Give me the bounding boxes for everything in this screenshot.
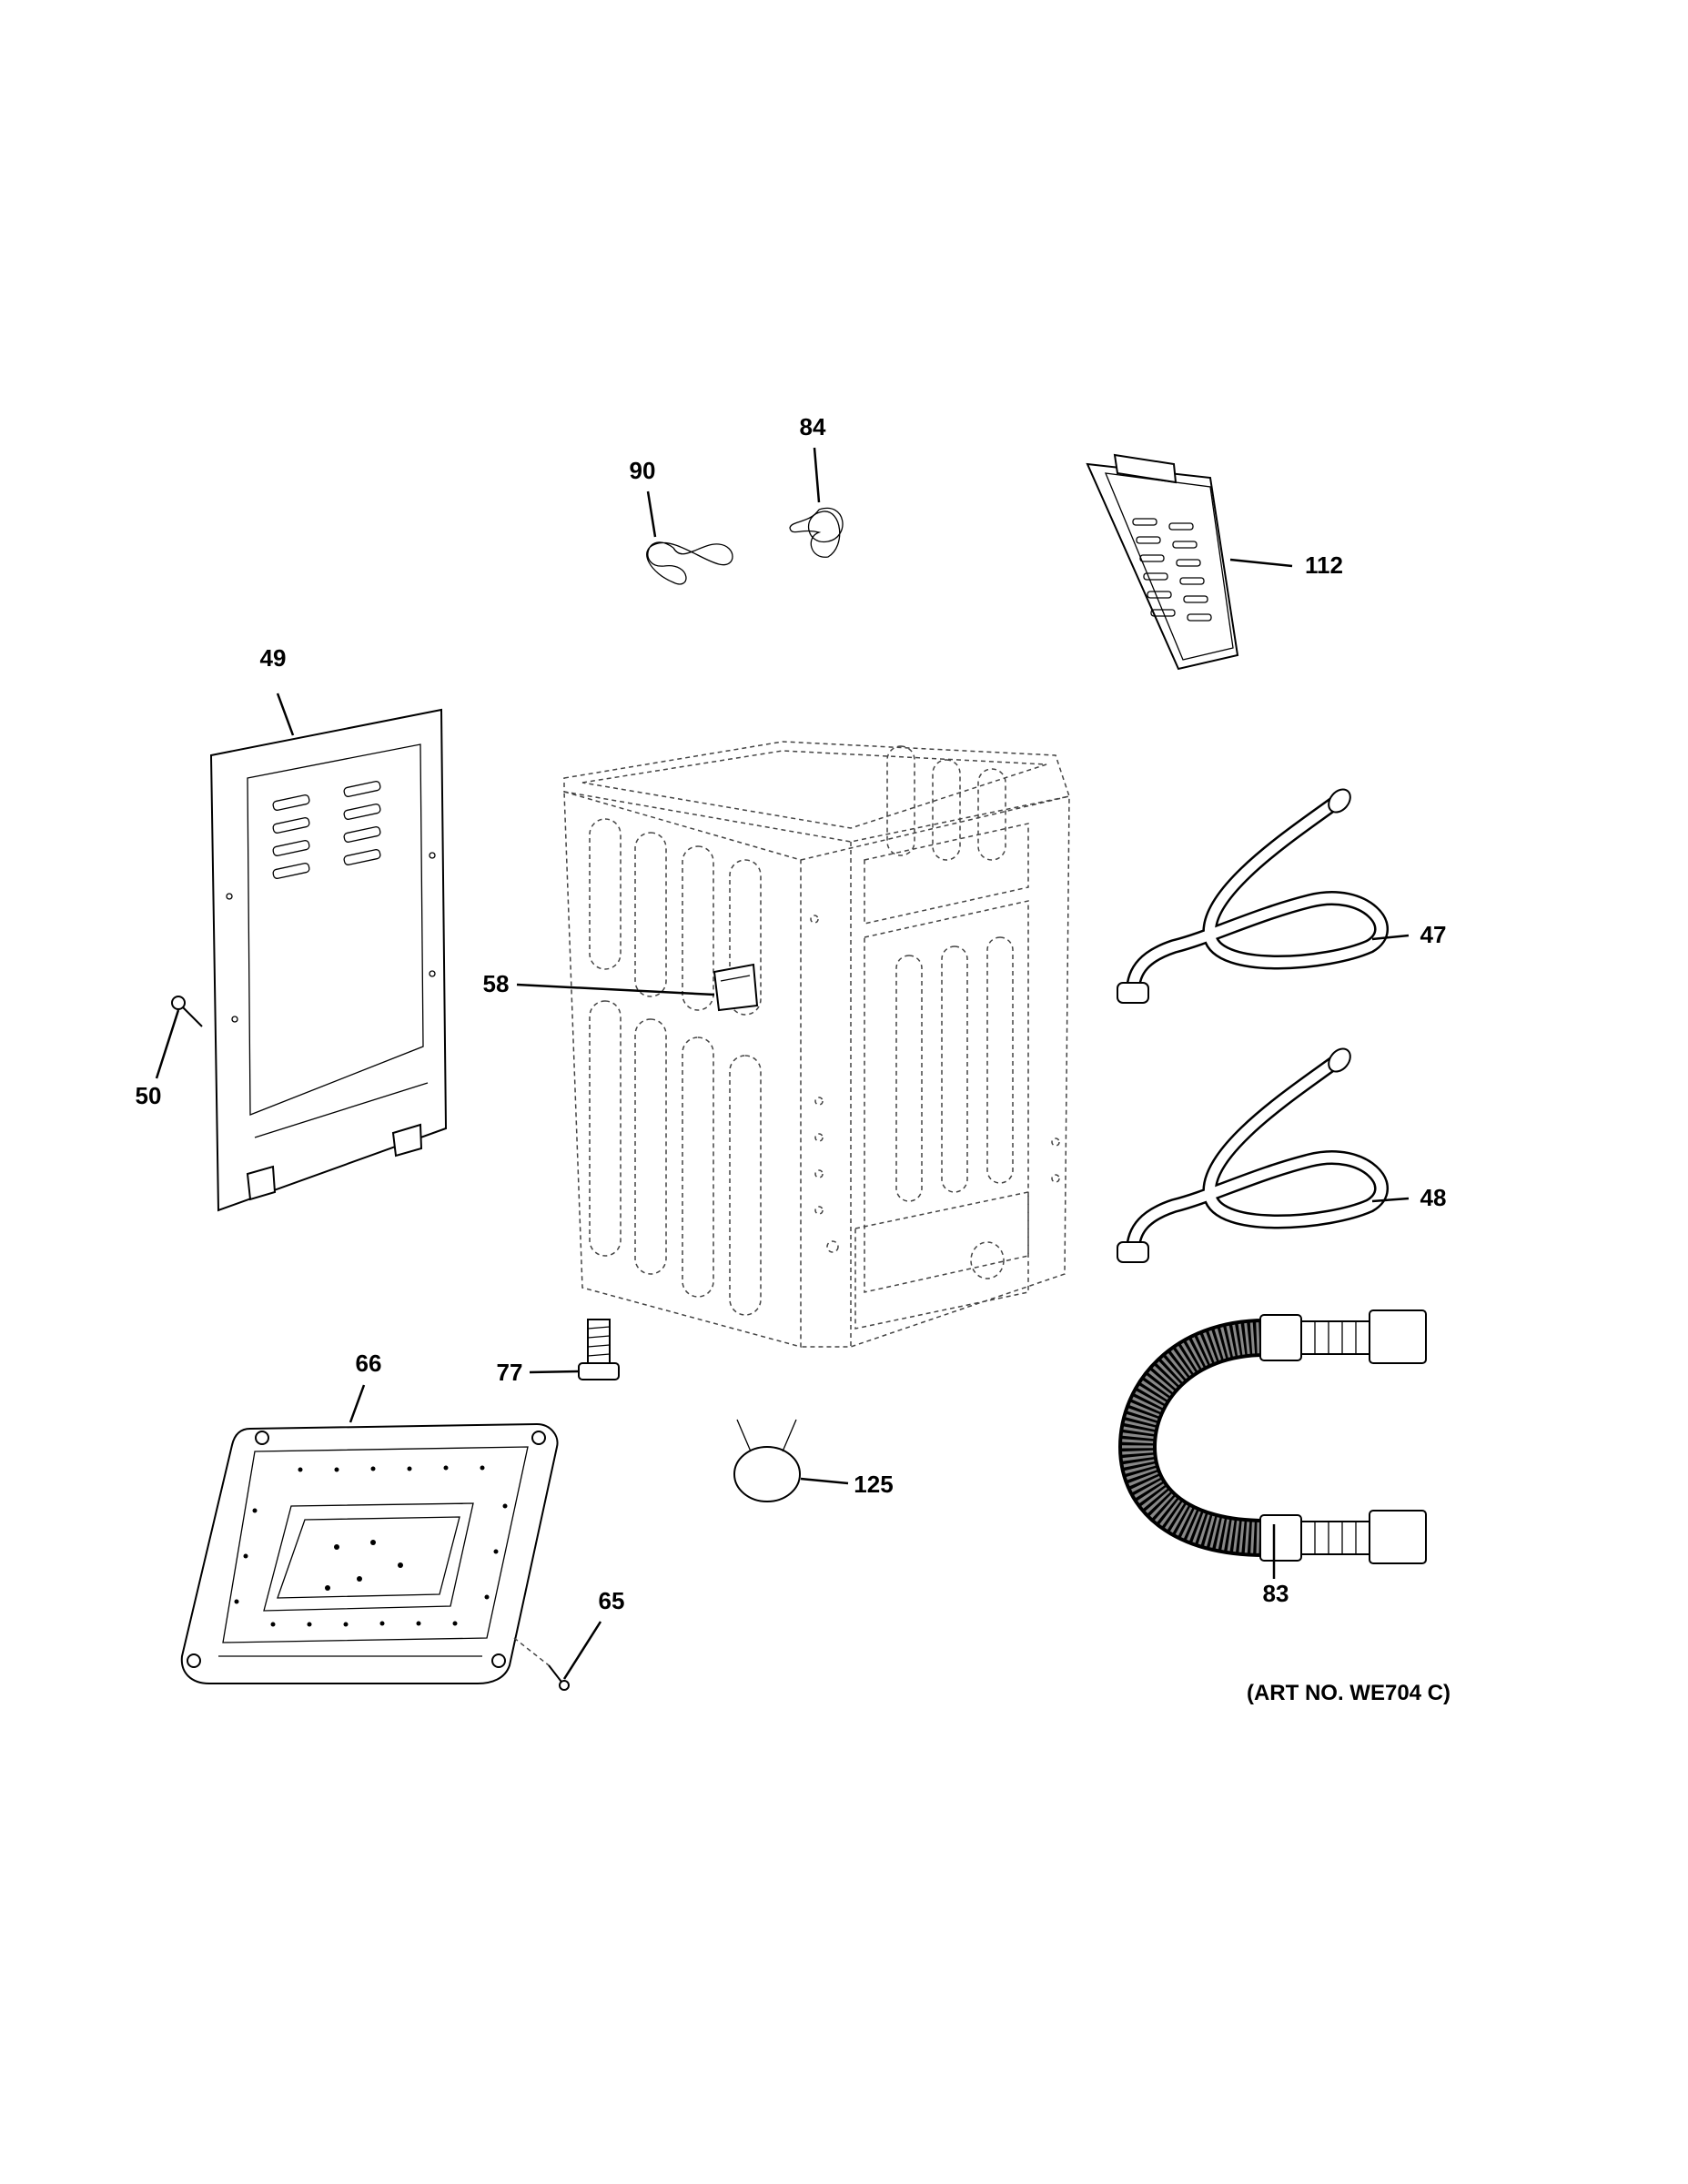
inlet-hose-part-47 (1117, 788, 1389, 1004)
part-label-48: 48 (1420, 1184, 1447, 1211)
part-label-125: 125 (854, 1471, 893, 1498)
part-label-50: 50 (136, 1082, 162, 1109)
part-labels: 90 84 112 49 58 50 47 48 66 77 125 83 65… (136, 413, 1450, 1705)
part-label-65: 65 (599, 1587, 625, 1614)
part-label-66: 66 (356, 1350, 382, 1377)
part-label-58: 58 (483, 970, 510, 997)
hose-clamp-part-125 (733, 1419, 801, 1502)
part-label-90: 83 (1263, 1580, 1289, 1607)
leveling-leg-part-77 (578, 1319, 620, 1380)
part-label-49: 49 (260, 644, 287, 672)
hose-clip-part-83 (646, 541, 733, 585)
leader-lines (155, 447, 1410, 1680)
screw-part-65 (513, 1637, 570, 1691)
filter-cover-part-112 (1086, 453, 1239, 671)
part-label-47: 47 (1420, 921, 1447, 948)
part-label-83: 90 (630, 457, 656, 484)
part-label-77: 77 (497, 1359, 523, 1386)
base-plate-part-66 (180, 1422, 559, 1684)
art-number: (ART NO. WE704 C) (1247, 1681, 1450, 1705)
drain-hose-part-90 (1117, 1309, 1427, 1564)
screw-part-50 (171, 996, 203, 1027)
cabinet-body (563, 741, 1070, 1348)
part-label-112: 112 (1305, 551, 1343, 579)
access-panel-part-49 (209, 708, 448, 1212)
inlet-hose-part-48 (1117, 1047, 1389, 1263)
hose-clip-part-84 (789, 507, 844, 558)
handle-part-58 (713, 963, 759, 1012)
part-label-84: 84 (800, 413, 826, 440)
